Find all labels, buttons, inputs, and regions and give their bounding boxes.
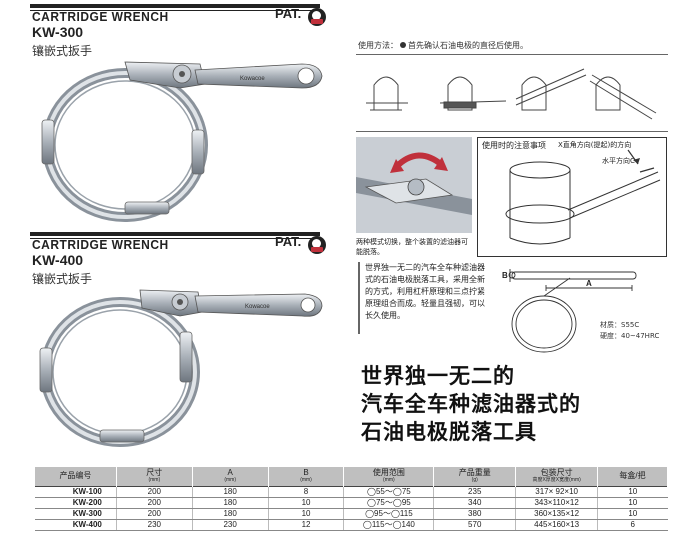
product-name: 镶嵌式扳手 xyxy=(32,272,93,286)
usage-diagram xyxy=(356,54,668,132)
product-header-kw300: CARTRIDGE WRENCH PAT. KW-300 镶嵌式扳手 xyxy=(30,4,326,64)
bullet-icon xyxy=(400,42,406,48)
product-description: 世界独一无二的汽车全车种滤油器式的石油电极脱落工具，采用全新的方式，利用杠杆原理… xyxy=(358,262,490,334)
header-cell: 产品重量(g) xyxy=(433,467,517,486)
header-cell: 产品编号 xyxy=(34,467,117,486)
label-a: A xyxy=(586,279,592,288)
wrench-photo-kw300: Kowacoe xyxy=(41,61,323,222)
header-cell: 包装尺寸高度X厚度X宽度(mm) xyxy=(515,467,599,486)
spec-table: 产品编号 尺寸(mm) A(mm) B(mm) 使用范围(mm) 产品重量(g)… xyxy=(34,467,668,531)
header-rule xyxy=(30,238,320,239)
product-header-kw400: CARTRIDGE WRENCH PAT. KW-400 镶嵌式扳手 xyxy=(30,232,326,292)
header-bar xyxy=(30,4,320,8)
product-name: 镶嵌式扳手 xyxy=(32,44,93,58)
patent-logo-icon xyxy=(308,8,326,26)
header-bar xyxy=(30,232,320,236)
notes-title: 使用时的注意事项 xyxy=(482,141,546,150)
header-cell: 每盒/把 xyxy=(597,467,668,486)
brand-title: CARTRIDGE WRENCH xyxy=(32,237,169,253)
handle-label: Kowacoe xyxy=(245,304,270,310)
notes-horizontal: 水平方向C xyxy=(602,157,635,165)
mode-switch-photo xyxy=(356,137,472,233)
usage-step: 首先确认石油电极的直径后使用。 xyxy=(408,41,528,50)
usage-notes-box: 使用时的注意事项 X直角方向(提起)的方向 水平方向C xyxy=(477,137,667,257)
pat-label: PAT. xyxy=(275,6,302,21)
brand-title: CARTRIDGE WRENCH xyxy=(32,9,169,25)
material-spec: 材质：S55C 硬度：40~47HRC xyxy=(600,320,659,342)
header-rule xyxy=(30,10,320,11)
pat-label: PAT. xyxy=(275,234,302,249)
header-cell: 尺寸(mm) xyxy=(115,467,193,486)
headline-line: 世界独一无二的 xyxy=(361,364,515,388)
model-number: KW-300 xyxy=(32,24,84,40)
wrench-photo-kw400: Kowacoe xyxy=(39,289,323,447)
header-cell: 使用范围(mm) xyxy=(343,467,435,486)
patent-logo-icon xyxy=(308,236,326,254)
headline-line: 石油电极脱落工具 xyxy=(361,420,537,444)
dimension-diagram: B A xyxy=(502,269,637,353)
handle-label: Kowacoe xyxy=(240,76,265,82)
usage-title: 使用方法：首先确认石油电极的直径后使用。 xyxy=(358,41,528,50)
material-line: 材质：S55C xyxy=(600,321,640,329)
headline: 世界独一无二的 汽车全车种滤油器式的 石油电极脱落工具 xyxy=(361,362,581,446)
header-cell: A(mm) xyxy=(191,467,269,486)
label-b: B xyxy=(502,271,508,280)
headline-line: 汽车全车种滤油器式的 xyxy=(361,392,581,416)
hardness-line: 硬度：40~47HRC xyxy=(600,332,660,340)
notes-x-direction: X直角方向(提起)的方向 xyxy=(558,141,632,149)
spec-table-header: 产品编号 尺寸(mm) A(mm) B(mm) 使用范围(mm) 产品重量(g)… xyxy=(34,467,668,486)
model-number: KW-400 xyxy=(32,252,84,268)
mode-caption: 两种模式切换，整个装置的滤油器可能脱落。 xyxy=(356,238,468,256)
header-cell: B(mm) xyxy=(267,467,345,486)
